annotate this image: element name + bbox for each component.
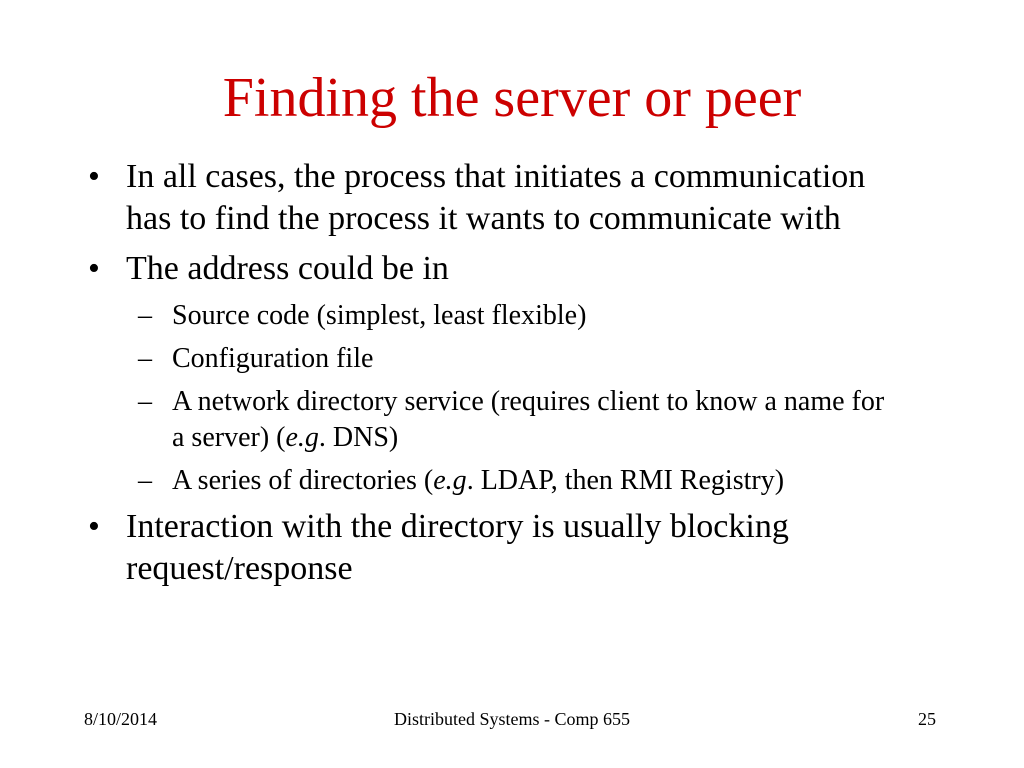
sub-bullet-text-end: . LDAP, then RMI Registry)	[466, 465, 785, 496]
bullet-text: In all cases, the process that initiates…	[126, 158, 866, 237]
sub-bullet-item: – Configuration file	[88, 341, 888, 377]
bullet-item: • Interaction with the directory is usua…	[88, 506, 888, 590]
bullet-marker: •	[88, 250, 100, 287]
sub-bullet-marker: –	[138, 300, 152, 331]
sub-bullet-text: A network directory service (requires cl…	[172, 386, 885, 453]
footer-course: Distributed Systems - Comp 655	[393, 709, 630, 729]
sub-bullet-item: – A series of directories (e.g. LDAP, th…	[88, 463, 888, 499]
sub-bullet-text-end: . DNS)	[318, 422, 399, 453]
slide-title: Finding the server or peer	[222, 67, 802, 129]
bullet-text: The address could be in	[126, 250, 449, 287]
sub-bullet-marker: –	[138, 386, 152, 417]
footer-page-number: 25	[918, 709, 936, 729]
bullet-text: Interaction with the directory is usuall…	[126, 508, 789, 587]
sub-bullet-marker: –	[138, 343, 152, 374]
sub-bullet-text: Configuration file	[172, 343, 374, 374]
sub-bullet-item: – Source code (simplest, least flexible)	[88, 298, 888, 334]
sub-bullet-emphasis: e.g	[285, 422, 319, 453]
sub-bullet-emphasis: e.g	[433, 465, 467, 496]
sub-bullet-text: Source code (simplest, least flexible)	[172, 300, 587, 331]
sub-bullet-text: A series of directories (	[172, 465, 434, 496]
bullet-marker: •	[88, 508, 100, 545]
sub-bullet-marker: –	[138, 465, 152, 496]
bullet-item: • In all cases, the process that initiat…	[88, 156, 888, 240]
footer-date: 8/10/2014	[84, 709, 158, 729]
slide-body: • In all cases, the process that initiat…	[88, 156, 888, 598]
sub-bullet-item: – A network directory service (requires …	[88, 384, 888, 456]
bullet-item: • The address could be in	[88, 248, 888, 290]
bullet-marker: •	[88, 158, 100, 195]
